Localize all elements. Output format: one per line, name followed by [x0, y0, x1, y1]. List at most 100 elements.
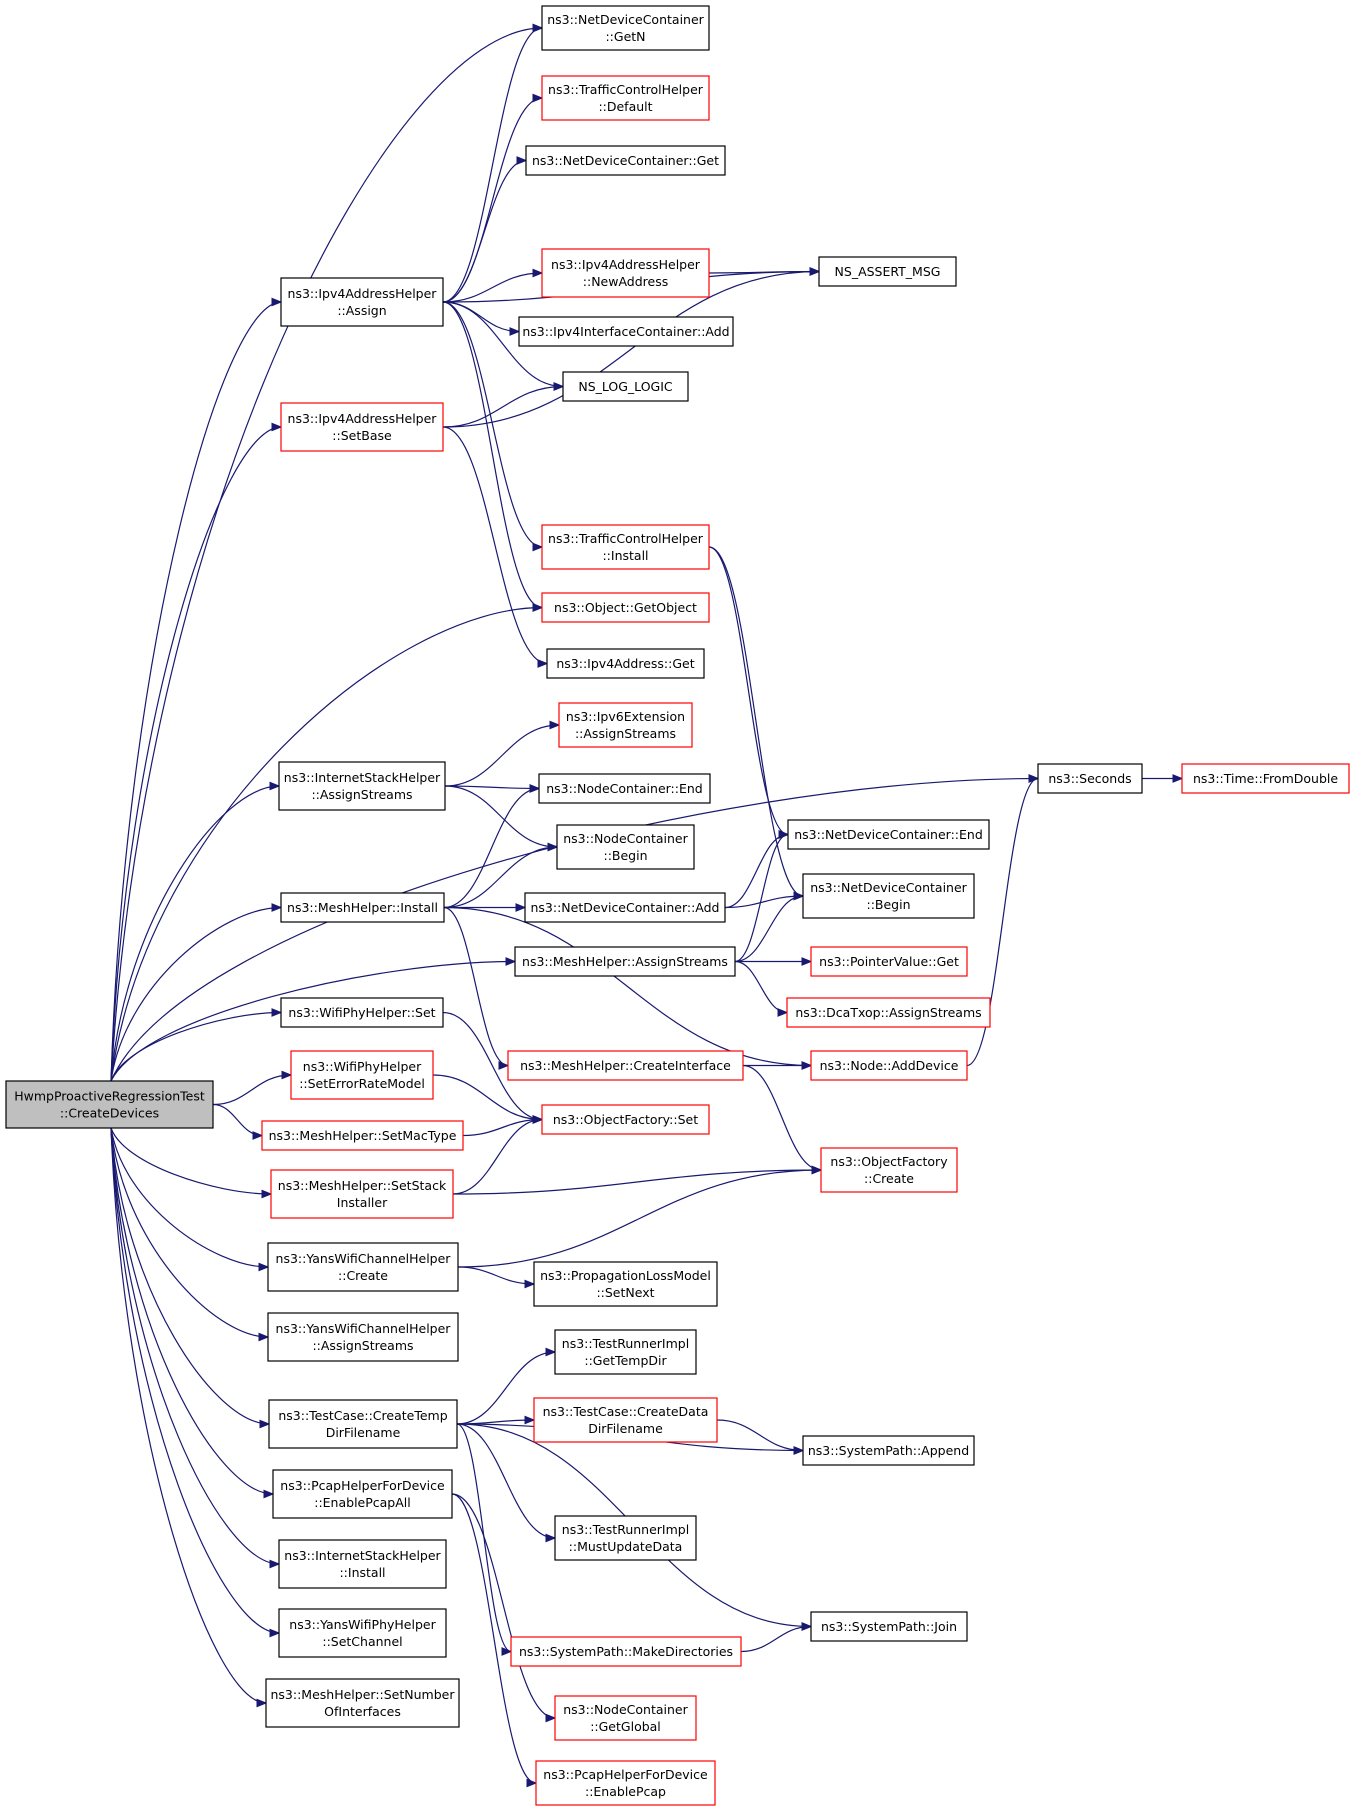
node-label: ::Create	[338, 1268, 388, 1283]
edge-line	[442, 159, 527, 303]
node-ndc-add[interactable]: ns3::NetDeviceContainer::Add	[524, 892, 726, 923]
node-tch-default[interactable]: ns3::TrafficControlHelper::Default	[541, 75, 710, 121]
edge-line	[110, 1011, 282, 1082]
node-obj-getobject[interactable]: ns3::Object::GetObject	[541, 592, 710, 623]
node-box	[810, 946, 968, 977]
arrowhead-icon	[271, 903, 283, 912]
node-label: ns3::ObjectFactory	[830, 1154, 948, 1169]
node-box	[278, 1608, 447, 1658]
node-plm-setnext[interactable]: ns3::PropagationLossModel::SetNext	[533, 1261, 718, 1307]
node-nc-begin[interactable]: ns3::NodeContainer::Begin	[556, 824, 695, 870]
node-label: ns3::MeshHelper::Install	[287, 900, 438, 915]
node-label: ns3::PropagationLossModel	[540, 1268, 711, 1283]
node-box	[556, 824, 695, 870]
call-edge-yans_create-to-plm_setnext	[457, 1266, 536, 1289]
node-box	[5, 1080, 214, 1129]
arrowhead-icon	[778, 830, 790, 839]
node-pv-get[interactable]: ns3::PointerValue::Get	[810, 946, 968, 977]
edge-line	[456, 1351, 556, 1425]
arrowhead-icon	[545, 1713, 557, 1723]
node-root[interactable]: HwmpProactiveRegressionTest::CreateDevic…	[5, 1080, 214, 1129]
edge-line	[110, 1127, 269, 1268]
node-label: ns3::NetDeviceContainer::Get	[532, 153, 719, 168]
node-yans-assign[interactable]: ns3::YansWifiChannelHelper::AssignStream…	[267, 1312, 459, 1362]
call-edge-root-to-pcap_enableall	[110, 1127, 275, 1499]
node-ipv4-assign[interactable]: ns3::Ipv4AddressHelper::Assign	[280, 277, 444, 327]
edge-line	[452, 1169, 822, 1195]
arrowhead-icon	[524, 1415, 536, 1425]
node-ns-log[interactable]: NS_LOG_LOGIC	[562, 371, 689, 402]
node-seconds[interactable]: ns3::Seconds	[1037, 763, 1143, 794]
node-sp-makedirs[interactable]: ns3::SystemPath::MakeDirectories	[510, 1636, 742, 1667]
node-ndc-getn[interactable]: ns3::NetDeviceContainer::GetN	[541, 5, 710, 51]
node-nc-getglobal[interactable]: ns3::NodeContainer::GetGlobal	[554, 1695, 697, 1741]
node-box	[802, 1435, 975, 1466]
node-ipv4ic-add[interactable]: ns3::Ipv4InterfaceContainer::Add	[518, 316, 734, 347]
node-label: ::Install	[339, 1565, 385, 1580]
arrowhead-icon	[549, 720, 561, 730]
call-edge-root-to-mesh_setnum	[110, 1127, 268, 1708]
node-ipv4addr-get[interactable]: ns3::Ipv4Address::Get	[546, 648, 705, 679]
node-of-create[interactable]: ns3::ObjectFactory::Create	[820, 1147, 958, 1193]
node-ndc-begin[interactable]: ns3::NetDeviceContainer::Begin	[802, 873, 975, 919]
edge-line	[451, 1493, 537, 1784]
arrowhead-icon	[256, 1698, 268, 1708]
node-tri-gettemp[interactable]: ns3::TestRunnerImpl::GetTempDir	[554, 1329, 697, 1375]
edge-line	[457, 1266, 535, 1285]
node-box	[538, 773, 711, 804]
node-of-set[interactable]: ns3::ObjectFactory::Set	[541, 1104, 710, 1135]
node-ipv4-newaddr[interactable]: ns3::Ipv4AddressHelper::NewAddress	[541, 248, 710, 298]
node-box	[510, 1636, 742, 1667]
node-ipv6ext-assign[interactable]: ns3::Ipv6Extension::AssignStreams	[558, 702, 693, 748]
node-ndc-get[interactable]: ns3::NetDeviceContainer::Get	[525, 145, 726, 176]
node-yansphy-setch[interactable]: ns3::YansWifiPhyHelper::SetChannel	[278, 1608, 447, 1658]
node-mesh-assign[interactable]: ns3::MeshHelper::AssignStreams	[514, 946, 736, 977]
arrowhead-icon	[801, 957, 813, 966]
node-box	[514, 946, 736, 977]
arrowhead-icon	[545, 1533, 557, 1543]
node-sp-join[interactable]: ns3::SystemPath::Join	[810, 1611, 968, 1642]
node-wifiphy-set[interactable]: ns3::WifiPhyHelper::Set	[280, 997, 444, 1028]
node-nc-end[interactable]: ns3::NodeContainer::End	[538, 773, 711, 804]
node-mesh-install[interactable]: ns3::MeshHelper::Install	[280, 892, 445, 923]
node-ns-assert[interactable]: NS_ASSERT_MSG	[818, 256, 957, 287]
edge-line	[442, 301, 543, 548]
node-box	[810, 1050, 968, 1081]
edge-line	[110, 426, 282, 1082]
call-edge-root-to-mesh_install	[110, 903, 283, 1082]
arrowhead-icon	[532, 23, 544, 33]
node-wifiphy-seterr[interactable]: ns3::WifiPhyHelper::SetErrorRateModel	[290, 1050, 434, 1100]
node-label: ns3::MeshHelper::SetNumber	[271, 1687, 456, 1702]
node-ipv4-setbase[interactable]: ns3::Ipv4AddressHelper::SetBase	[280, 402, 444, 452]
node-pcap-enable[interactable]: ns3::PcapHelperForDevice::EnablePcap	[535, 1760, 716, 1806]
node-inet-install[interactable]: ns3::InternetStackHelper::Install	[278, 1539, 447, 1589]
node-dca-assign[interactable]: ns3::DcaTxop::AssignStreams	[786, 997, 991, 1028]
node-box	[280, 997, 444, 1028]
node-tch-install[interactable]: ns3::TrafficControlHelper::Install	[541, 524, 710, 570]
edge-line	[110, 301, 282, 1082]
arrowhead-icon	[259, 1419, 271, 1429]
call-edge-inet_assignstreams-to-nc_end	[444, 784, 541, 793]
node-sp-append[interactable]: ns3::SystemPath::Append	[802, 1435, 975, 1466]
call-edge-mesh_assign-to-ndc_begin	[734, 891, 805, 963]
node-tri-mustupdate[interactable]: ns3::TestRunnerImpl::MustUpdateData	[554, 1515, 697, 1561]
edge-line	[724, 833, 789, 909]
node-mesh-createif[interactable]: ns3::MeshHelper::CreateInterface	[507, 1050, 744, 1081]
node-node-adddev[interactable]: ns3::Node::AddDevice	[810, 1050, 968, 1081]
node-mesh-setmac[interactable]: ns3::MeshHelper::SetMacType	[261, 1120, 464, 1151]
node-pcap-enableall[interactable]: ns3::PcapHelperForDevice::EnablePcapAll	[272, 1469, 453, 1519]
arrowhead-icon	[547, 842, 559, 852]
arrowhead-icon	[545, 1347, 557, 1357]
node-label: ns3::Ipv4AddressHelper	[551, 257, 701, 272]
node-yans-create[interactable]: ns3::YansWifiChannelHelper::Create	[267, 1242, 459, 1292]
node-ndc-end[interactable]: ns3::NetDeviceContainer::End	[787, 819, 990, 850]
node-inet-assignstreams[interactable]: ns3::InternetStackHelper::AssignStreams	[278, 761, 446, 811]
node-label: ::GetTempDir	[584, 1353, 667, 1368]
node-label: ns3::InternetStackHelper	[284, 770, 441, 785]
call-edge-tc_createdata-to-sp_append	[716, 1419, 805, 1455]
node-time-fromdouble[interactable]: ns3::Time::FromDouble	[1181, 763, 1350, 794]
